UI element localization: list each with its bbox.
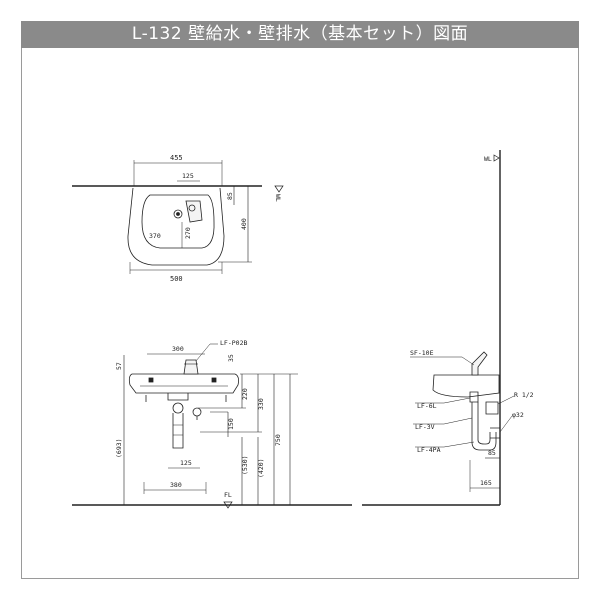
dim-420: (420) (257, 458, 265, 478)
dim-35: 35 (227, 354, 235, 362)
drain-hole-top (173, 209, 183, 219)
leader-lf-p02b (195, 343, 211, 362)
wl-label-side: WL (484, 155, 492, 163)
bolt-front-right (211, 377, 217, 383)
callout-sf-10e: SF-10E (410, 349, 434, 357)
faucet-top (185, 200, 203, 223)
leader-r12 (497, 395, 515, 405)
dim-400: 400 (240, 218, 248, 230)
callout-phi32: φ32 (512, 411, 524, 419)
basin-front (128, 373, 239, 394)
leader-phi32 (499, 415, 513, 433)
basin-outline-top (127, 187, 225, 266)
bolt-front-left (148, 377, 154, 383)
fl-label: FL (224, 491, 232, 499)
leader-sf10e-tail (461, 356, 475, 366)
drain-pipe-front (172, 413, 184, 449)
faucet-side (471, 351, 488, 376)
page-title: L-132 壁給水・壁排水（基本セット）図面 (21, 21, 579, 48)
dim-220: 220 (241, 388, 249, 400)
trap-pipe-inner-side (477, 402, 491, 445)
bowl-outline-top (141, 194, 215, 249)
trap-pipe-side (471, 402, 497, 451)
callout-lf-p02b: LF-P02B (220, 339, 247, 347)
dim-500: 500 (170, 275, 183, 283)
drain-neck-front (167, 393, 189, 401)
wl-marker-side (493, 154, 500, 162)
dim-85-side: 85 (488, 449, 496, 457)
faucet-front (183, 359, 199, 375)
dim-530: (530) (241, 455, 249, 475)
dim-125-top: 125 (182, 172, 194, 180)
dim-380: 380 (170, 481, 182, 489)
leader-lf3v-tail (443, 417, 473, 425)
leader-lf4pa-tail (443, 441, 475, 448)
dim-455: 455 (170, 154, 183, 162)
basin-side (432, 374, 500, 398)
fl-marker (223, 501, 233, 509)
dim-165-side: 165 (480, 479, 492, 487)
side-view: WL SF-10E LF-6L LF-3V LF-4PA R 1/2 φ32 8… (362, 150, 534, 506)
top-view: 455 125 500 370 270 85 400 WL (72, 154, 284, 283)
drain-fitting-front (172, 402, 184, 414)
dim-370: 370 (149, 232, 161, 240)
front-view: 300 LF-P02B 35 57 (693) 220 330 750 150 … (72, 339, 352, 509)
dim-330: 330 (257, 398, 265, 410)
callout-lf-6l: LF-6L (417, 402, 437, 410)
dim-693: (693) (115, 438, 123, 458)
supply-valve-side (485, 401, 499, 415)
dim-300: 300 (172, 345, 184, 353)
wall-drain-fitting (490, 427, 501, 439)
dim-85-top: 85 (226, 192, 234, 200)
dim-125-front: 125 (180, 459, 192, 467)
faucet-knob-top (188, 204, 196, 212)
drain-side (469, 391, 479, 403)
wl-marker-top (274, 185, 284, 193)
drain-center-top (176, 212, 180, 216)
callout-lf-3v: LF-3V (415, 423, 435, 431)
dim-150: 150 (227, 418, 235, 430)
supply-valve-front (192, 407, 202, 417)
dim-270: 270 (184, 227, 192, 239)
dim-750: 750 (274, 434, 282, 446)
wl-label-top: WL (274, 194, 282, 202)
callout-r-1-2: R 1/2 (514, 391, 534, 399)
leader-lf6l-tail (443, 397, 471, 404)
dim-57: 57 (115, 362, 123, 370)
callout-lf-4pa: LF-4PA (417, 446, 441, 454)
